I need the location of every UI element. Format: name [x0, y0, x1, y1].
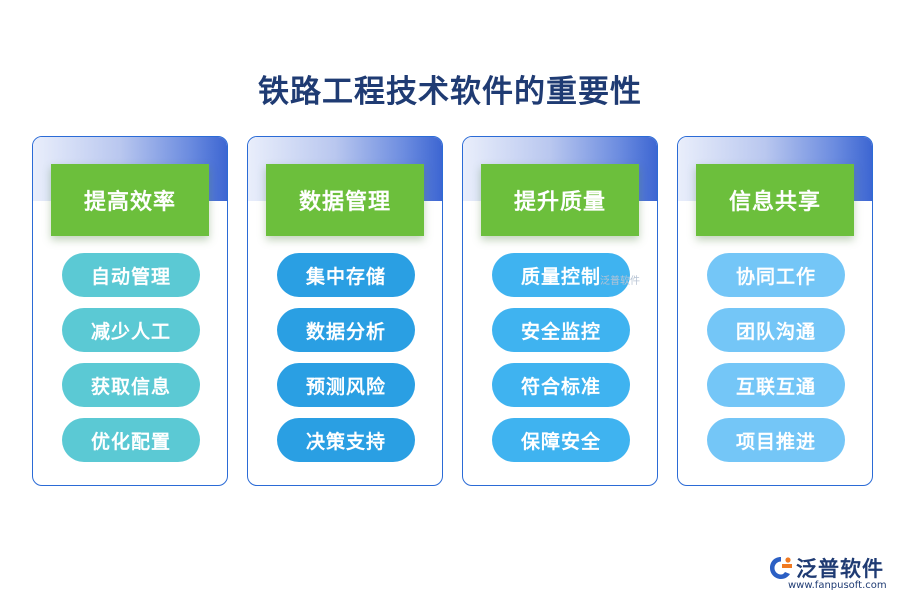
card-item: 互联互通 — [707, 363, 845, 407]
card-data-management: 数据管理 集中存储 数据分析 预测风险 决策支持 — [247, 136, 443, 486]
card-item: 协同工作 — [707, 253, 845, 297]
card-item: 项目推进 — [707, 418, 845, 462]
page-title: 铁路工程技术软件的重要性 — [258, 74, 642, 110]
card-heading: 提高效率 — [51, 164, 209, 236]
card-efficiency: 提高效率 自动管理 减少人工 获取信息 优化配置 — [32, 136, 228, 486]
card-item: 集中存储 — [277, 253, 415, 297]
card-item: 团队沟通 — [707, 308, 845, 352]
card-item: 优化配置 — [62, 418, 200, 462]
card-quality: 提升质量 质量控制 安全监控 符合标准 保障安全 — [462, 136, 658, 486]
card-item: 数据分析 — [277, 308, 415, 352]
brand-logo: 泛普软件 www.fanpusoft.com — [768, 553, 893, 595]
card-heading: 信息共享 — [696, 164, 854, 236]
card-item: 质量控制 — [492, 253, 630, 297]
card-item: 决策支持 — [277, 418, 415, 462]
watermark: 泛普软件 — [600, 276, 640, 287]
card-item: 自动管理 — [62, 253, 200, 297]
card-item: 保障安全 — [492, 418, 630, 462]
card-item: 预测风险 — [277, 363, 415, 407]
card-info-sharing: 信息共享 协同工作 团队沟通 互联互通 项目推进 — [677, 136, 873, 486]
card-heading: 提升质量 — [481, 164, 639, 236]
card-item: 安全监控 — [492, 308, 630, 352]
logo-url: www.fanpusoft.com — [788, 580, 887, 591]
card-item: 减少人工 — [62, 308, 200, 352]
fanpu-logo-icon — [770, 557, 792, 579]
card-item: 获取信息 — [62, 363, 200, 407]
logo-name: 泛普软件 — [796, 557, 884, 581]
card-heading: 数据管理 — [266, 164, 424, 236]
card-item: 符合标准 — [492, 363, 630, 407]
